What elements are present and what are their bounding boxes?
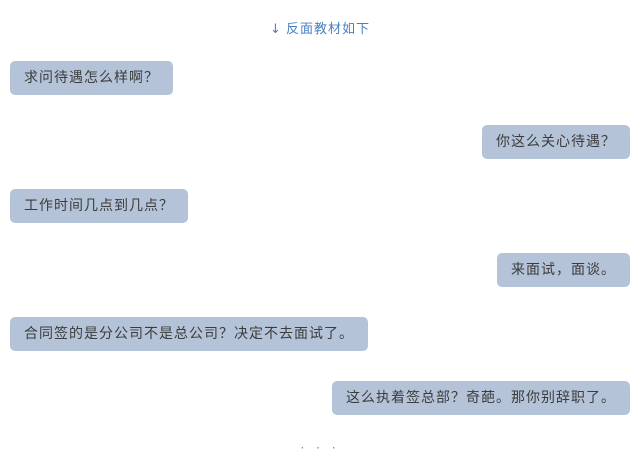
ellipsis-indicator: · · · bbox=[300, 441, 340, 455]
chat-message-row: 你这么关心待遇？ bbox=[10, 125, 630, 159]
chat-bubble: 你这么关心待遇？ bbox=[482, 125, 630, 159]
caption-text: 反面教材如下 bbox=[285, 22, 370, 37]
chat-bubble: 工作时间几点到几点？ bbox=[10, 189, 188, 223]
caption: ↓反面教材如下 bbox=[10, 0, 630, 37]
chat-thread: 求问待遇怎么样啊？ 你这么关心待遇？ 工作时间几点到几点？ 来面试，面谈。 合同… bbox=[10, 61, 630, 415]
chat-bubble: 合同签的是分公司不是总公司？决定不去面试了。 bbox=[10, 317, 368, 351]
chat-message-row: 来面试，面谈。 bbox=[10, 253, 630, 287]
chat-message-row: 合同签的是分公司不是总公司？决定不去面试了。 bbox=[10, 317, 630, 351]
chat-bubble: 这么执着签总部？奇葩。那你别辞职了。 bbox=[332, 381, 630, 415]
chat-bubble: 求问待遇怎么样啊？ bbox=[10, 61, 173, 95]
chat-message-row: 求问待遇怎么样啊？ bbox=[10, 61, 630, 95]
down-arrow-icon: ↓ bbox=[270, 22, 282, 37]
chat-message-row: 这么执着签总部？奇葩。那你别辞职了。 bbox=[10, 381, 630, 415]
chat-message-row: 工作时间几点到几点？ bbox=[10, 189, 630, 223]
chat-bubble: 来面试，面谈。 bbox=[497, 253, 630, 287]
